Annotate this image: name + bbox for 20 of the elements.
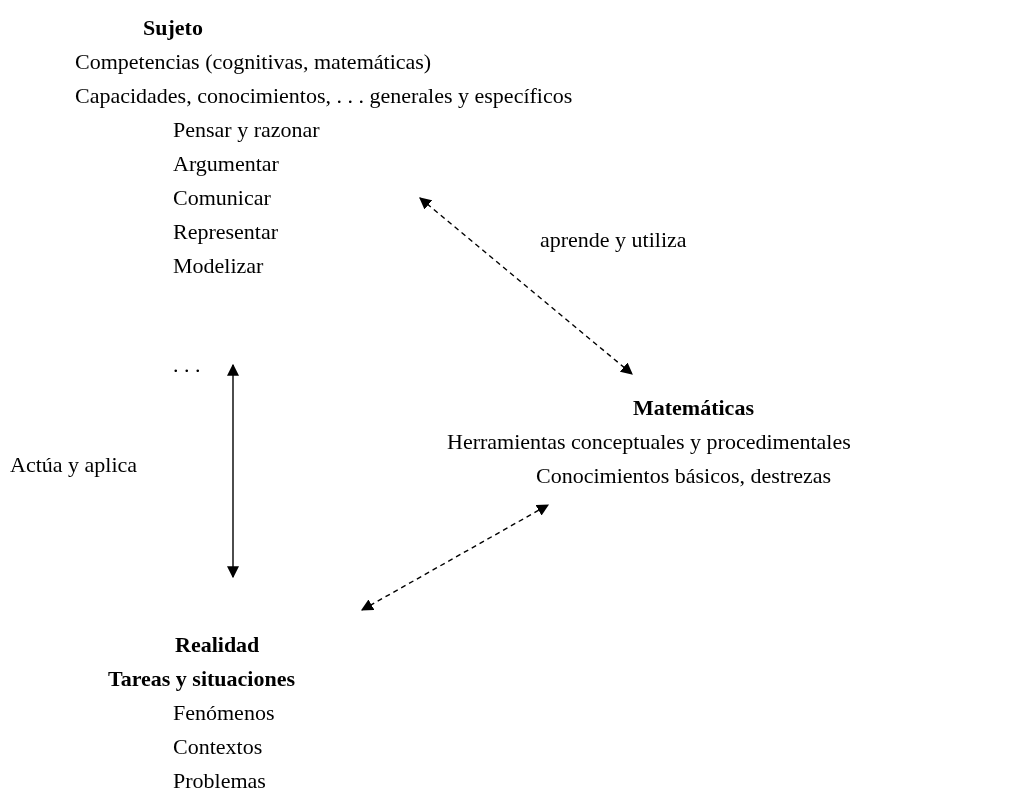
text-line: Contextos: [173, 734, 263, 760]
text-line: Herramientas conceptuales y procedimentales: [447, 429, 851, 455]
heading-text: Tareas y situaciones: [108, 666, 296, 692]
double-arrow: [360, 504, 550, 611]
text-line: Problemas: [173, 768, 266, 794]
text-line: Fenómenos: [173, 700, 275, 726]
heading-text: Matemáticas: [633, 395, 754, 421]
text-line: Capacidades, conocimientos, . . . generales y específicos: [75, 83, 573, 109]
text-line: Pensar y razonar: [173, 117, 320, 143]
double-arrow: [419, 197, 633, 375]
heading-text: Sujeto: [143, 15, 203, 41]
text-line: Conocimientos básicos, destrezas: [536, 463, 832, 489]
text-line: Modelizar: [173, 253, 264, 279]
text-line: Argumentar: [173, 151, 279, 177]
heading-text: Realidad: [175, 632, 260, 658]
text-line: . . .: [173, 352, 201, 378]
text-line: Competencias (cognitivas, matemáticas): [75, 49, 432, 75]
text-line: Representar: [173, 219, 279, 245]
text-line: Comunicar: [173, 185, 271, 211]
double-arrow: [227, 363, 239, 579]
